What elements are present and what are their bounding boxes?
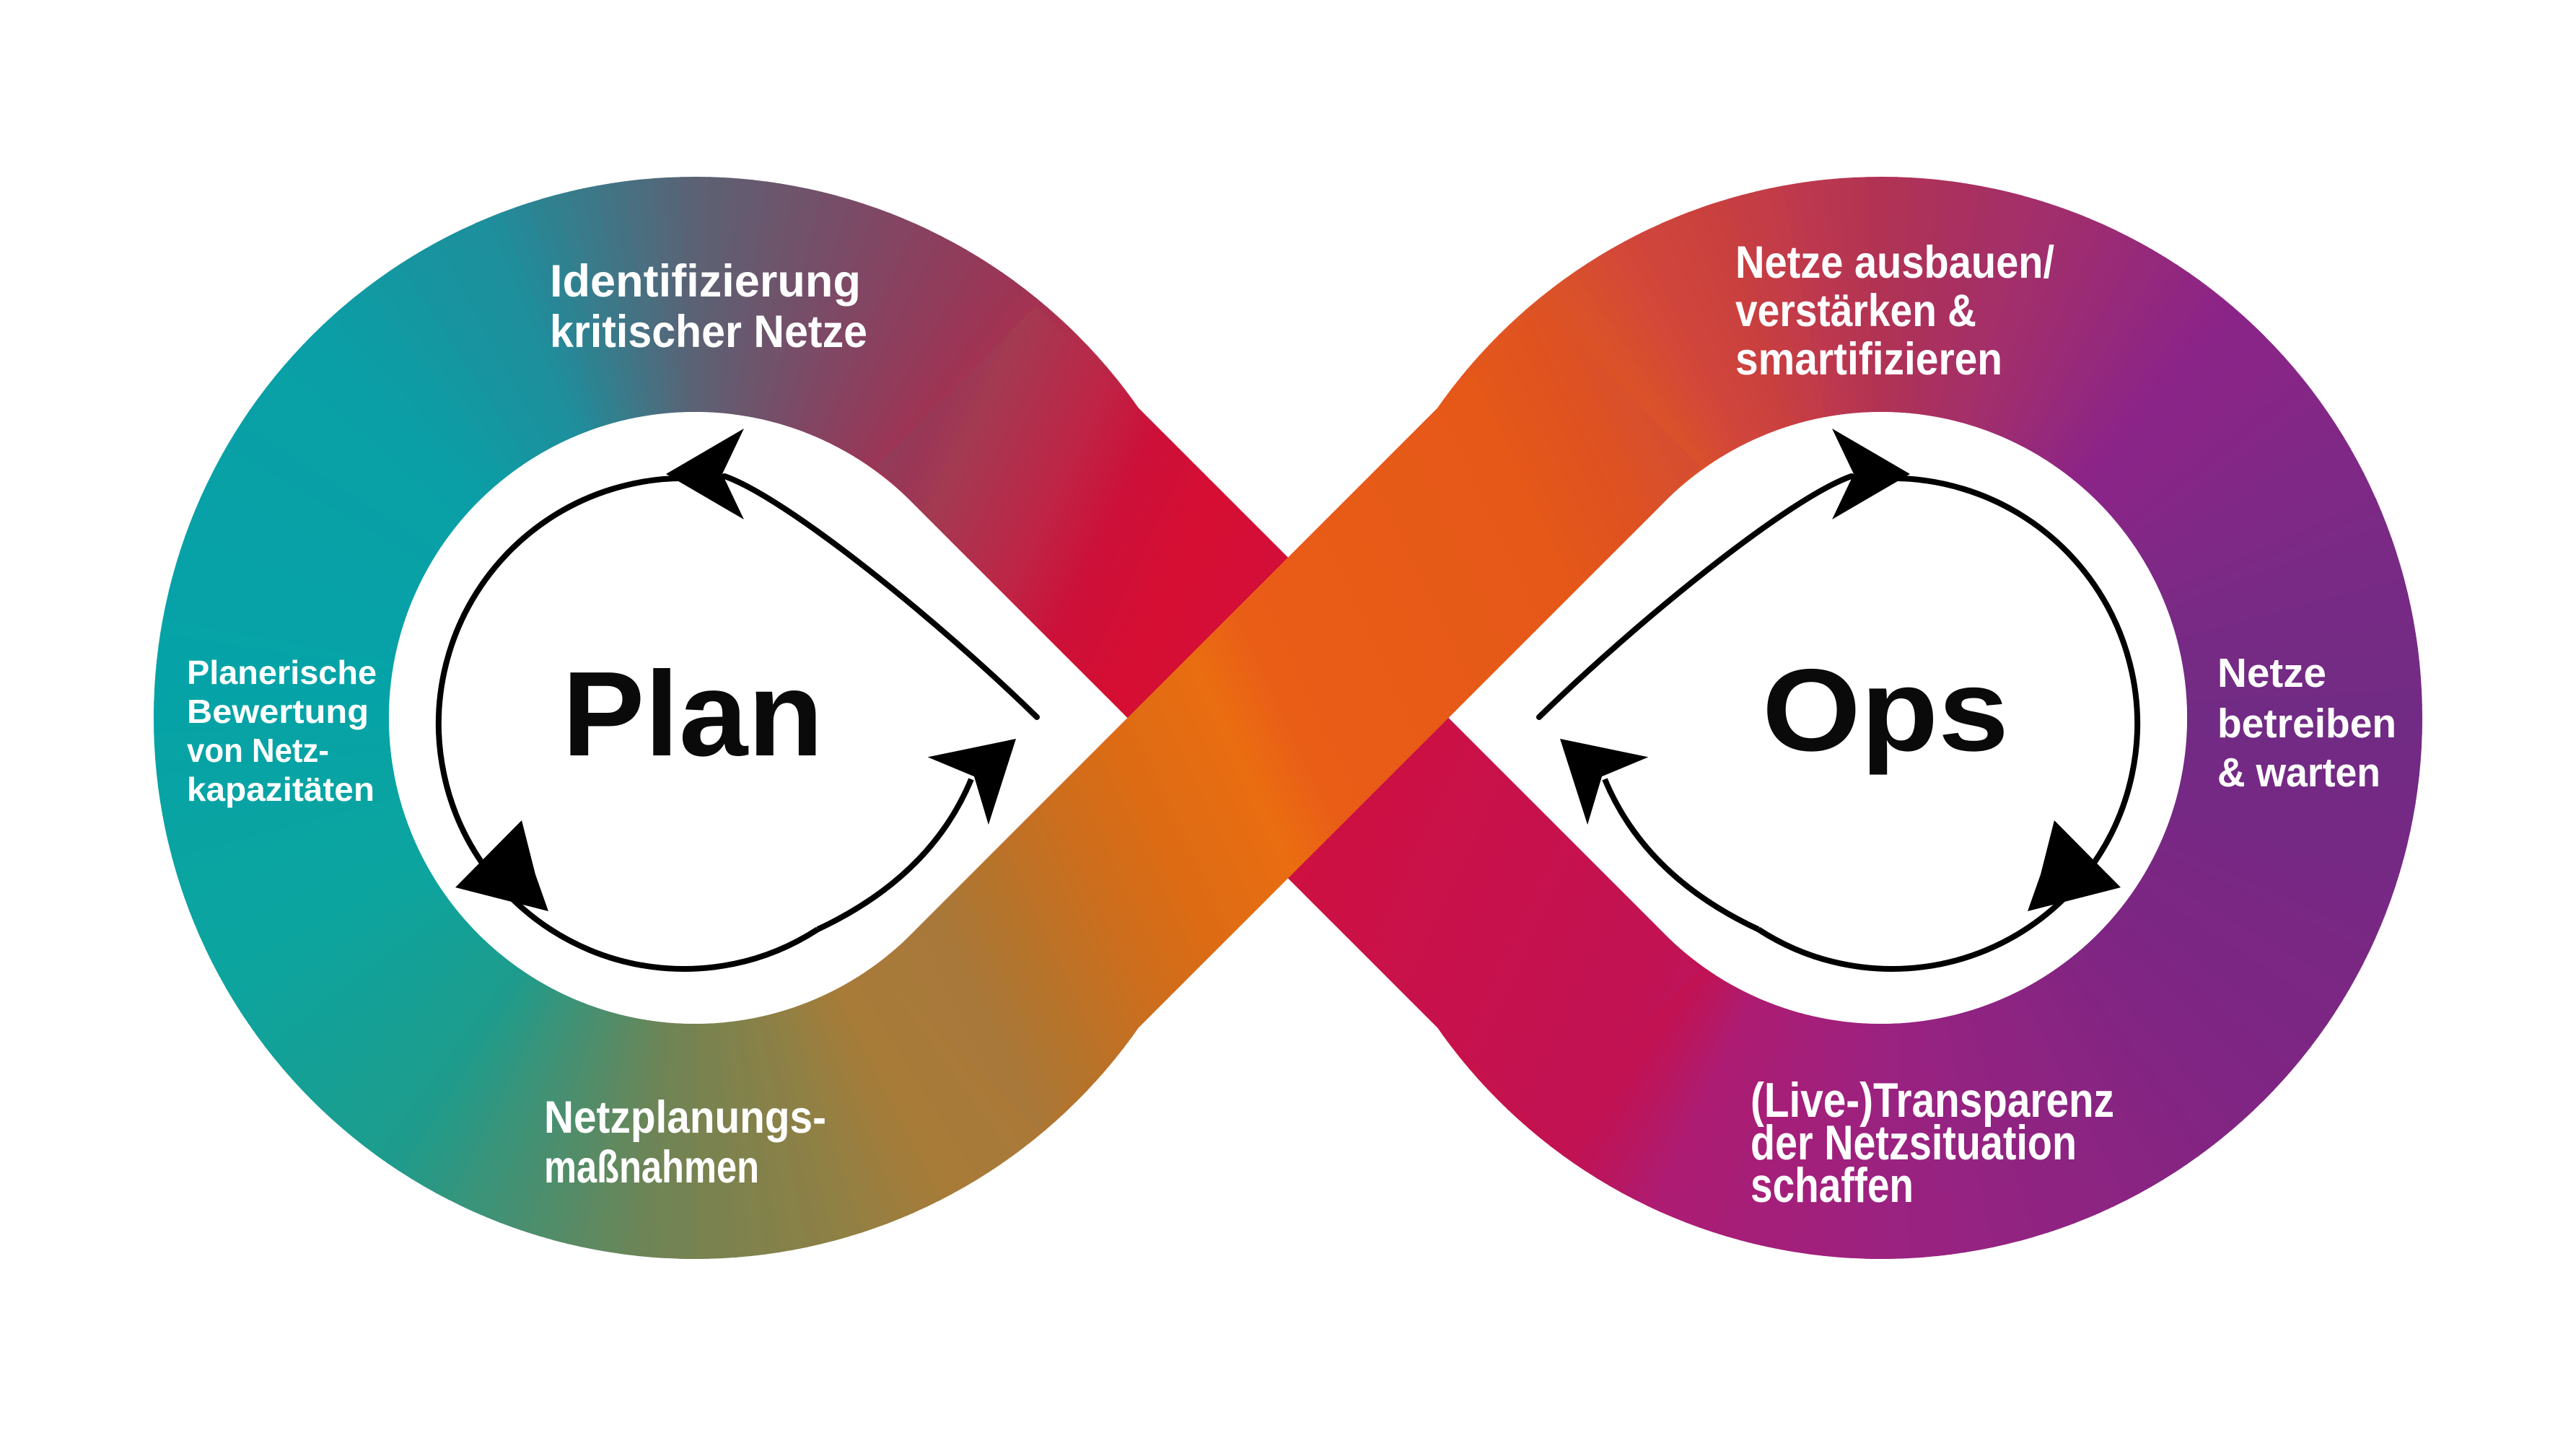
svg-text:Ops: Ops bbox=[1762, 645, 2009, 776]
svg-text:smartifizieren: smartifizieren bbox=[1735, 334, 2002, 385]
svg-text:betreiben: betreiben bbox=[2217, 701, 2396, 747]
svg-text:schaffen: schaffen bbox=[1751, 1158, 1914, 1213]
svg-text:Bewertung: Bewertung bbox=[187, 693, 369, 730]
svg-text:kritischer Netze: kritischer Netze bbox=[550, 307, 867, 357]
svg-text:Netzplanungs-: Netzplanungs- bbox=[544, 1092, 826, 1143]
svg-text:Netze: Netze bbox=[2217, 650, 2326, 696]
svg-text:von Netz-: von Netz- bbox=[187, 732, 329, 769]
svg-text:Netze ausbauen/: Netze ausbauen/ bbox=[1735, 237, 2054, 288]
svg-text:Plan: Plan bbox=[562, 647, 823, 781]
svg-text:maßnahmen: maßnahmen bbox=[544, 1142, 759, 1193]
svg-text:Planerische: Planerische bbox=[187, 654, 377, 691]
svg-text:(Live-)Transparenz: (Live-)Transparenz bbox=[1751, 1073, 2114, 1128]
svg-text:verstärken &: verstärken & bbox=[1735, 286, 1976, 336]
svg-text:der Netzsituation: der Netzsituation bbox=[1751, 1115, 2077, 1170]
svg-text:kapazitäten: kapazitäten bbox=[187, 771, 374, 808]
svg-text:Identifizierung: Identifizierung bbox=[550, 256, 861, 307]
svg-text:& warten: & warten bbox=[2217, 750, 2380, 796]
